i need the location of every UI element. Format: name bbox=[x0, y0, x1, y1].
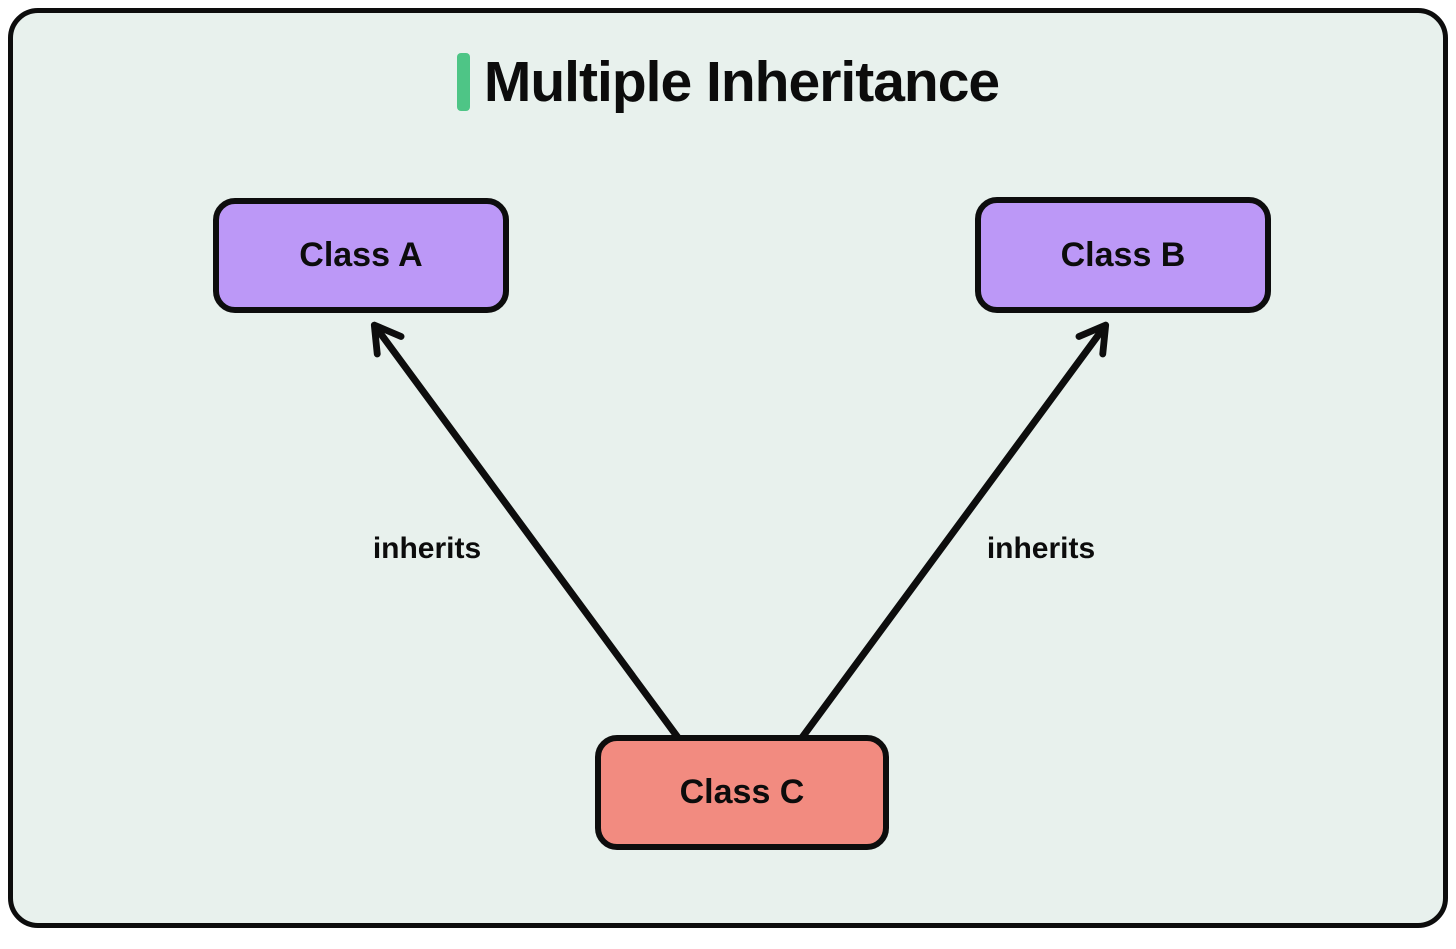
class-c-node: Class C bbox=[595, 735, 889, 850]
class-c-label: Class C bbox=[679, 773, 805, 811]
inheritance-arrows bbox=[370, 321, 1110, 743]
class-a-node: Class A bbox=[213, 198, 509, 313]
edge-label-inherits-left: inherits bbox=[372, 532, 482, 565]
diagram-header: Multiple Inheritance bbox=[13, 49, 1443, 115]
page-title: Multiple Inheritance bbox=[483, 50, 1000, 114]
edge-c-to-a bbox=[370, 321, 683, 743]
class-a-label: Class A bbox=[299, 236, 423, 274]
title-accent-bar bbox=[456, 53, 470, 111]
edge-label-inherits-right: inherits bbox=[986, 532, 1096, 565]
diagram-frame: Multiple Inheritance Class A Class B Cla… bbox=[8, 8, 1448, 928]
class-b-node: Class B bbox=[975, 197, 1271, 313]
edge-c-to-b bbox=[797, 321, 1110, 743]
class-b-label: Class B bbox=[1060, 235, 1186, 274]
